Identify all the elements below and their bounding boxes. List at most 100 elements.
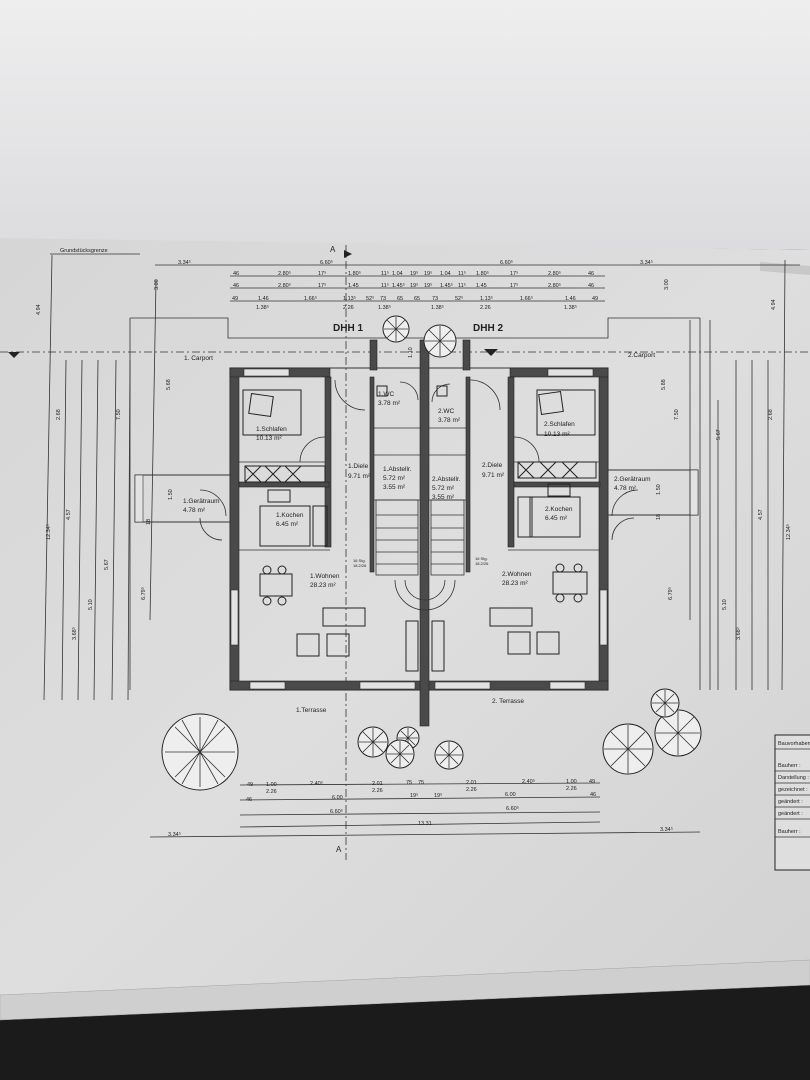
dim-text: 7.50 xyxy=(116,409,122,420)
dim-text: 1.13⁵ xyxy=(480,295,493,302)
dim-text: 1.45⁵ xyxy=(440,282,453,289)
dim-text: 1.38⁵ xyxy=(256,304,269,311)
dim-text: 19⁵ xyxy=(410,270,418,277)
dim-text: 3.00 xyxy=(154,279,160,290)
trees xyxy=(161,315,702,791)
svg-text:3.34⁵: 3.34⁵ xyxy=(178,259,191,266)
room-name: 1.Abstellr. xyxy=(383,466,412,473)
dim-text: 73 xyxy=(432,296,438,302)
room-area: 3.78 m² xyxy=(378,400,401,407)
section-marker-bottom: A xyxy=(336,845,342,854)
boundary-label: Grundstücksgrenze xyxy=(60,248,108,254)
room-name: 2. Terrasse xyxy=(492,698,524,705)
dim-text: 2.40⁵ xyxy=(522,778,535,785)
tree-icon xyxy=(423,324,457,358)
dim-text: 11⁵ xyxy=(381,282,389,289)
dim-text: 75 xyxy=(406,780,412,786)
room-area: 9.71 m² xyxy=(482,472,505,479)
dim-text: 2.26 xyxy=(372,788,383,794)
dim-text: 46 xyxy=(588,271,594,277)
dim-text: 1.38⁵ xyxy=(564,304,577,311)
dim-text: 1.38⁵ xyxy=(378,304,391,311)
dim-text: 19⁵ xyxy=(434,792,442,799)
title-block-field: Bauherr : xyxy=(778,829,801,835)
dim-text: 6.00 xyxy=(505,792,516,798)
title-block-field: geändert : xyxy=(778,799,803,805)
room-name: 2.Kochen xyxy=(545,506,573,513)
room-name: 2.Wohnen xyxy=(502,571,532,578)
room-area: 6.45 m² xyxy=(276,521,299,528)
dim-text: 52⁵ xyxy=(366,295,374,302)
room-name: 2.WC xyxy=(438,408,455,415)
dim-text: 18 xyxy=(656,514,662,520)
dim-text: 1.66⁵ xyxy=(304,295,317,302)
dim-text: 1.80⁵ xyxy=(476,270,489,277)
room-name: 1.Gerätraum xyxy=(183,498,220,505)
dim-text: 2.26 xyxy=(343,305,354,311)
stair-label-1: 16 Stg. xyxy=(353,558,366,563)
title-block-field: Darstellung : xyxy=(778,775,809,781)
dim-text: 6.00 xyxy=(332,795,343,801)
room-area: 5.72 m² xyxy=(383,475,406,482)
title-block-field: geändert : xyxy=(778,811,803,817)
side-dimension-lines xyxy=(43,254,786,701)
top-dimensions: 3.34⁵ 6.60⁵ 6.60⁵ 3.34⁵ xyxy=(155,259,800,302)
dim-text: 11⁵ xyxy=(458,270,466,277)
room-area: 28.23 m² xyxy=(310,582,336,589)
tree-icon xyxy=(602,723,654,775)
room-name: 2.Carport xyxy=(628,352,655,359)
room-area: 5.72 m² xyxy=(432,485,455,492)
dim-text: 1.80⁵ xyxy=(348,270,361,277)
dim-text: 3.34⁵ xyxy=(660,826,673,833)
right-side-dimensions: 4.9412.34⁵2.684.573.68⁵5.105.677.505.883… xyxy=(656,279,792,640)
upper-page xyxy=(0,0,810,250)
svg-text:6.60⁵: 6.60⁵ xyxy=(500,259,513,266)
dim-text: 2.26 xyxy=(566,786,577,792)
dim-text: 11⁵ xyxy=(381,270,389,277)
dim-text: 2.68 xyxy=(768,409,774,420)
dim-text: 52⁵ xyxy=(455,295,463,302)
dim-text: 7.50 xyxy=(674,409,680,420)
dim-text: 65 xyxy=(414,296,420,302)
dim-text: 6.79⁵ xyxy=(667,587,674,600)
dim-text: 5.67 xyxy=(716,429,722,440)
dim-text: 1.00 xyxy=(266,782,277,788)
room-name: 2.Diele xyxy=(482,462,503,469)
entrance-arrow-icon xyxy=(484,349,498,356)
dim-text: 2.80⁵ xyxy=(548,270,561,277)
room-area: 3.55 m² xyxy=(432,494,455,501)
tree-icon xyxy=(357,726,389,758)
dim-text: 6.60⁵ xyxy=(506,805,519,812)
room-name: 1.Terrasse xyxy=(296,707,327,714)
dim-text: 3.68⁵ xyxy=(71,627,78,640)
dim-text: 4.94 xyxy=(36,304,42,315)
bottom-dimensions xyxy=(149,782,701,838)
room-name: 1.Schlafen xyxy=(256,426,287,433)
dim-text: 46 xyxy=(233,271,239,277)
furniture xyxy=(242,385,597,672)
dim-text: 46 xyxy=(590,792,596,798)
dim-text: 5.10 xyxy=(88,599,94,610)
dim-text: 18 xyxy=(146,519,152,525)
dim-text: 2.26 xyxy=(266,789,277,795)
room-area: 4.78 m² xyxy=(183,507,206,514)
tree-icon xyxy=(654,709,702,757)
dim-text: 2.80⁵ xyxy=(278,282,291,289)
dim-text: 3.00 xyxy=(664,279,670,290)
party-wall xyxy=(419,339,430,727)
dim-text: 5.10 xyxy=(722,599,728,610)
room-name: 2.Abstellr. xyxy=(432,476,461,483)
dim-text: 49 xyxy=(247,782,253,788)
dim-text: 5.67 xyxy=(104,559,110,570)
room-area: 10.13 m² xyxy=(544,431,570,438)
dim-text: 49 xyxy=(592,296,598,302)
room-name: 1. Carport xyxy=(184,355,213,362)
title-block-field: Bauherr : xyxy=(778,763,801,769)
